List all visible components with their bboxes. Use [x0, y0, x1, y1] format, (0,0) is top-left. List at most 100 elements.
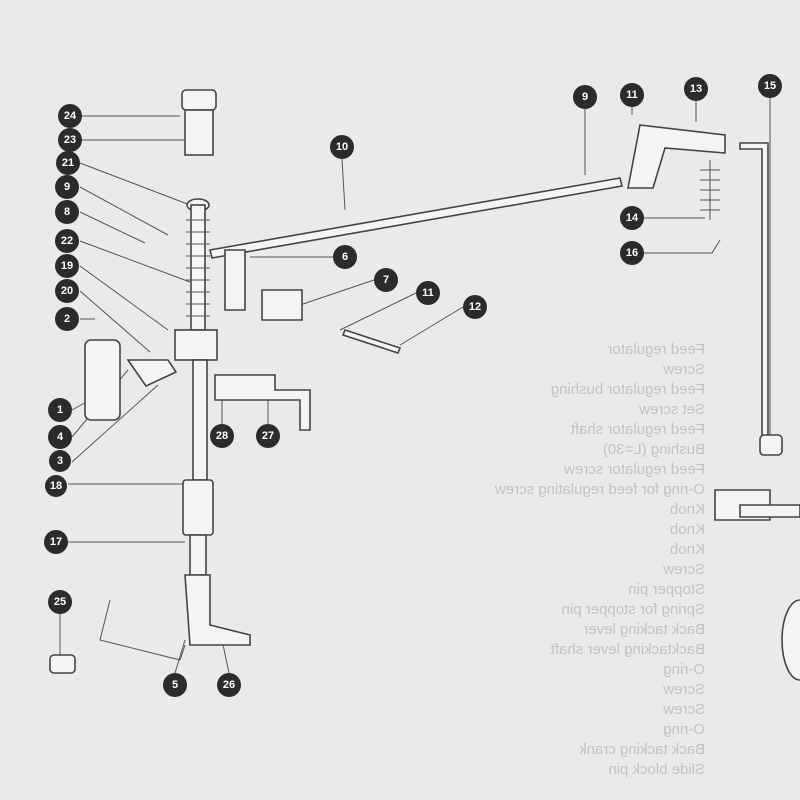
bleed-text: Knob	[669, 541, 705, 558]
bleed-text: Knob	[669, 521, 705, 538]
callout-8: 8	[55, 200, 79, 224]
callout-badge	[620, 241, 644, 265]
callout-number: 8	[64, 206, 70, 218]
callout-10: 10	[330, 135, 354, 159]
bleed-text: O-ring	[663, 721, 705, 738]
callout-number: 5	[172, 679, 178, 691]
callout-21: 21	[56, 151, 80, 175]
callout-16: 16	[620, 241, 644, 265]
callout-badge	[44, 530, 68, 554]
callout-number: 23	[64, 134, 76, 146]
callout-7: 7	[374, 268, 398, 292]
callout-28: 28	[210, 424, 234, 448]
callout-badge	[55, 254, 79, 278]
bleed-text: Set screw	[639, 401, 705, 418]
callout-14: 14	[620, 206, 644, 230]
callout-badge	[210, 424, 234, 448]
callout-number: 19	[61, 260, 73, 272]
callout-number: 13	[690, 83, 702, 95]
bleed-text: Knob	[669, 501, 705, 518]
callout-number: 4	[57, 431, 64, 443]
callout-badge	[620, 206, 644, 230]
callout-6: 6	[333, 245, 357, 269]
callout-number: 11	[626, 89, 638, 101]
feed-regulator-linkage	[209, 124, 800, 681]
callout-badge	[58, 128, 82, 152]
callout-number: 17	[50, 536, 62, 548]
callout-17: 17	[44, 530, 68, 554]
callout-badge	[55, 175, 79, 199]
bleed-text: Screw	[663, 361, 705, 378]
callout-number: 20	[61, 285, 73, 297]
callout-3: 3	[49, 450, 71, 472]
callout-number: 18	[50, 480, 62, 492]
callout-number: 9	[64, 181, 70, 193]
callout-number: 14	[626, 212, 639, 224]
bleed-text: Feed regulator	[607, 341, 705, 358]
callout-badge	[573, 85, 597, 109]
callout-12: 12	[463, 295, 487, 319]
mirrored-bleed-through-text: Feed regulator Screw Feed regulator bush…	[450, 340, 705, 780]
leader-lines	[59, 98, 771, 674]
callout-badge	[55, 307, 79, 331]
callout-9-top: 9	[573, 85, 597, 109]
callout-badge	[48, 590, 72, 614]
callout-badge	[55, 200, 79, 224]
callout-20: 20	[55, 279, 79, 303]
bleed-text: Screw	[663, 561, 705, 578]
callout-badge	[58, 104, 82, 128]
callout-badge	[758, 74, 782, 98]
callout-24: 24	[58, 104, 82, 128]
callout-11: 11	[416, 281, 440, 305]
callout-badge	[217, 673, 241, 697]
callout-5: 5	[163, 673, 187, 697]
callout-number: 21	[62, 157, 74, 169]
callout-number: 24	[64, 110, 77, 122]
callout-number: 15	[764, 80, 776, 92]
callout-number: 1	[57, 404, 63, 416]
bleed-text: Stopper pin	[628, 581, 705, 598]
callout-number: 6	[342, 251, 348, 263]
bleed-text: Spring for stopper pin	[561, 601, 705, 618]
presser-bar-assembly	[49, 89, 251, 674]
callout-badge	[56, 151, 80, 175]
callout-number: 9	[582, 91, 588, 103]
callout-26: 26	[217, 673, 241, 697]
callout-number: 28	[216, 430, 228, 442]
callout-1: 1	[48, 398, 72, 422]
callout-number: 22	[61, 235, 73, 247]
callout-number: 3	[57, 455, 63, 467]
callout-27: 27	[256, 424, 280, 448]
bleed-text: Feed regulator screw	[564, 461, 705, 478]
bleed-text: Screw	[663, 681, 705, 698]
callout-2: 2	[55, 307, 79, 331]
callout-badge	[48, 425, 72, 449]
bleed-text: O-ring	[663, 661, 705, 678]
callout-9: 9	[55, 175, 79, 199]
bleed-text: Feed regulator shaft	[570, 421, 705, 438]
callout-25: 25	[48, 590, 72, 614]
callout-badge	[55, 229, 79, 253]
callout-18: 18	[45, 475, 67, 497]
callout-badge	[49, 450, 71, 472]
callout-badge	[163, 673, 187, 697]
callout-13: 13	[684, 77, 708, 101]
callout-badge	[55, 279, 79, 303]
callout-badge	[416, 281, 440, 305]
callout-badge	[463, 295, 487, 319]
callout-number: 2	[64, 313, 70, 325]
callout-badge	[45, 475, 67, 497]
callout-number: 16	[626, 247, 638, 259]
bleed-text: Back tacking lever	[583, 621, 705, 638]
bleed-text: Back tacking crank	[579, 741, 705, 758]
callout-number: 12	[469, 301, 481, 313]
callout-11-top: 11	[620, 83, 644, 107]
callout-badge	[333, 245, 357, 269]
callout-badge	[374, 268, 398, 292]
callout-number: 26	[223, 679, 235, 691]
callout-4: 4	[48, 425, 72, 449]
bleed-text: Slide block pin	[608, 761, 705, 778]
callout-19: 19	[55, 254, 79, 278]
callout-number: 10	[336, 141, 348, 153]
bleed-text: Feed regulator bushing	[550, 381, 705, 398]
